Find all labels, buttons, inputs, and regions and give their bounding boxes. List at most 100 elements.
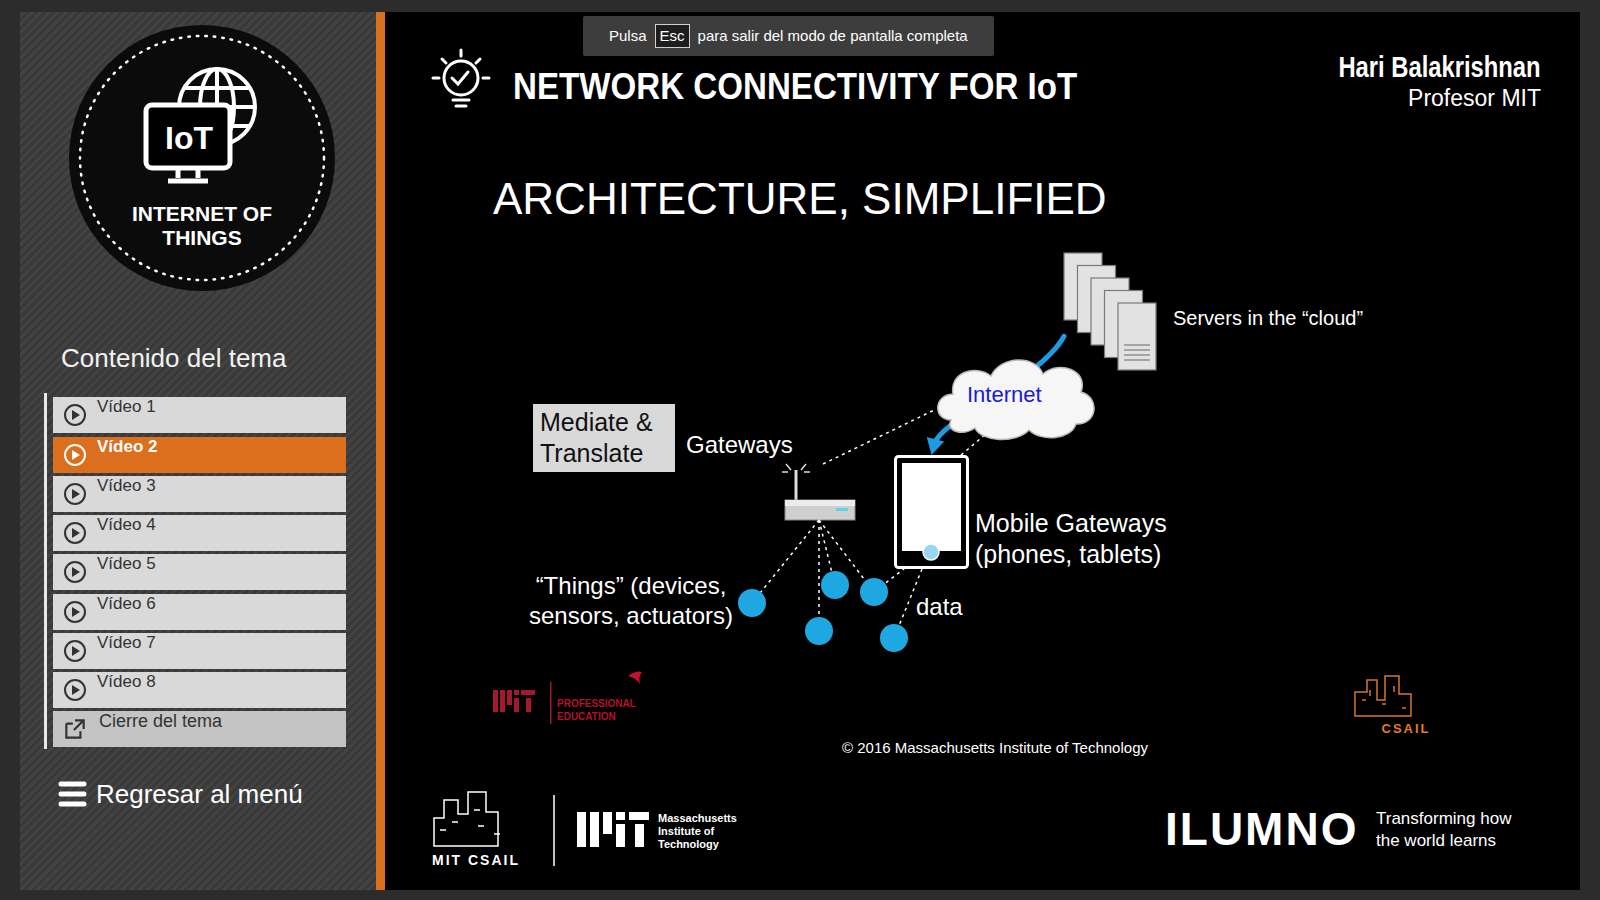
- mit-logo-part: [629, 812, 649, 820]
- mit-logo-part: [590, 812, 599, 847]
- things-links-part: [818, 520, 820, 631]
- fullscreen-hint: Pulsa para salir del modo de pantalla com…: [583, 16, 994, 56]
- play-icon-ring: [65, 602, 85, 622]
- internet-cloud: Internet: [931, 350, 1099, 441]
- brand-text: PROFESSIONAL EDUCATION: [557, 697, 647, 723]
- play-icon: [63, 678, 87, 702]
- hint-text: para salir del modo de pantalla completa: [698, 27, 968, 45]
- menu-label: Vídeo 3: [97, 476, 156, 496]
- thing-dots-part: [805, 617, 833, 645]
- menu-label: Vídeo 2: [97, 437, 157, 457]
- play-icon: [63, 521, 87, 545]
- thing-dots: [738, 571, 908, 652]
- idea-icon-part: [476, 59, 480, 63]
- menu-label: Vídeo 1: [97, 397, 156, 417]
- arrow-head: [927, 437, 944, 455]
- copyright-note: © 2016 Massachusetts Institute of Techno…: [825, 739, 1165, 757]
- brand-wordmark: ILUMNO: [1165, 802, 1358, 856]
- mobile-gateway-art-part: [896, 457, 968, 568]
- csail-logo-part: [1362, 686, 1406, 708]
- mit-pe-logo-part: [514, 690, 519, 695]
- menu-label: Vídeo 8: [97, 672, 156, 692]
- speaker-role: Profesor MIT: [1408, 84, 1541, 112]
- external-link-icon: [62, 716, 88, 742]
- mit-logo-part: [616, 812, 625, 820]
- logo-mark: IoT: [139, 120, 239, 156]
- hint-text: Pulsa: [609, 27, 647, 45]
- data-label: data: [916, 593, 963, 621]
- idea-icon-part: [433, 77, 439, 80]
- play-icon-triangle: [72, 528, 80, 538]
- key-name: Esc: [660, 27, 685, 45]
- server-stack: Servers in the “cloud”: [1064, 253, 1158, 372]
- router-art-part: [785, 500, 855, 506]
- play-icon-ring: [65, 523, 85, 543]
- menu-label: Vídeo 5: [97, 554, 156, 574]
- cloud-shape: [938, 360, 1094, 440]
- play-icon: [63, 443, 87, 467]
- play-icon-triangle: [72, 489, 80, 499]
- gateway-label: Gateways: [686, 431, 793, 459]
- slide-ground: [385, 12, 1580, 890]
- menu-icon-part: [61, 792, 84, 797]
- brand-tagline: Transforming how the world learns: [1376, 808, 1536, 852]
- logo-badge-art-part: [80, 36, 324, 280]
- mit-csail-logo: [434, 792, 500, 846]
- csail-logo-part: [1355, 676, 1411, 716]
- menu-exit-item: Cierre del tema: [53, 711, 346, 747]
- play-icon: [63, 560, 87, 584]
- router-art-part: [836, 508, 848, 511]
- key-cap: Esc: [655, 24, 690, 48]
- menu-icon-part: [61, 802, 84, 807]
- mit-logo-part: [635, 824, 644, 847]
- play-icon-triangle: [72, 410, 80, 420]
- router-art-part: [785, 500, 855, 520]
- server-stack-art-part: [1124, 345, 1150, 360]
- csail-logo: [1355, 676, 1411, 716]
- idea-icon-part: [452, 72, 468, 84]
- menu-item: Vídeo 4: [53, 515, 346, 551]
- thing-dots-part: [821, 571, 849, 599]
- router-art-part: [782, 464, 810, 472]
- menu-rule: [44, 393, 47, 749]
- play-icon-ring: [65, 445, 85, 465]
- menu-icon: [61, 784, 84, 804]
- menu-label: Vídeo 6: [97, 594, 156, 614]
- mit-pe-logo-part: [526, 698, 531, 712]
- play-icon: [63, 403, 87, 427]
- router-art: [782, 464, 855, 520]
- note-text: Mediate & Translate: [540, 407, 668, 469]
- mit-pe-logo-part: [500, 690, 505, 712]
- logo-badge-art-part: [168, 168, 208, 181]
- things-links-part: [752, 520, 819, 603]
- play-icon-triangle: [72, 567, 80, 577]
- play-icon-triangle: [72, 685, 80, 695]
- menu-item-active: Vídeo 2: [53, 437, 346, 473]
- play-icon: [63, 639, 87, 663]
- play-icon-triangle: [72, 607, 80, 617]
- play-icon-ring: [65, 484, 85, 504]
- play-icon-ring: [65, 405, 85, 425]
- note-box: Mediate & Translate: [533, 404, 675, 472]
- things-label: “Things” (devices, sensors, actuators): [521, 571, 741, 631]
- logo-badge: IoT INTERNET OF THINGS: [69, 25, 335, 291]
- menu-icon-part: [61, 782, 84, 787]
- sidebar-heading: Contenido del tema: [61, 342, 286, 374]
- external-link-stroke: [66, 720, 83, 737]
- slide-title: ARCHITECTURE, SIMPLIFIED: [493, 172, 1107, 226]
- mobile-label: Mobile Gateways (phones, tablets): [975, 508, 1180, 570]
- menu-label: Vídeo 4: [97, 515, 156, 535]
- gateway-router: Gateways: [784, 464, 855, 522]
- brand-text: MIT CSAIL: [432, 851, 520, 869]
- mobile-gateway: Mobile Gateways (phones, tablets): [894, 455, 969, 569]
- back-link: Regresar al menú: [96, 779, 303, 809]
- mobile-gateway-art-part: [902, 463, 961, 551]
- thing-dots-part: [880, 624, 908, 652]
- play-icon-ring: [65, 641, 85, 661]
- connector-path: [823, 409, 936, 464]
- play-icon: [63, 600, 87, 624]
- play-icon-triangle: [72, 450, 80, 460]
- logo-title: INTERNET OF THINGS: [122, 202, 282, 250]
